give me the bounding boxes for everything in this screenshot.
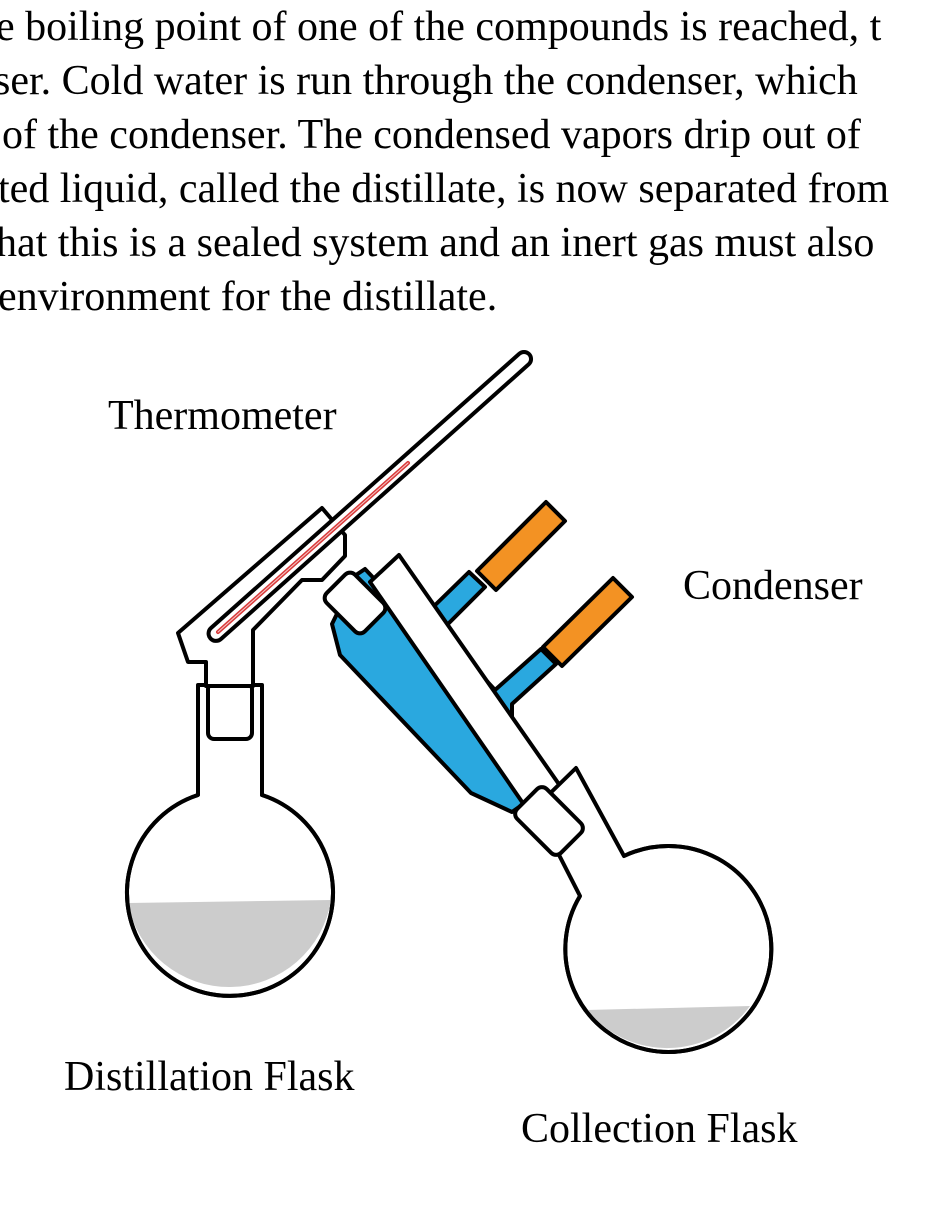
distillation-flask [125, 681, 335, 998]
condenser-hose-upper [475, 500, 567, 592]
paragraph-line-5: hat this is a sealed system and an inert… [0, 220, 875, 266]
collection-flask-joint [513, 785, 585, 857]
condenser-hose-lower [541, 576, 634, 668]
collection-flask-label: Collection Flask [521, 1106, 798, 1152]
distillation-flask-joint [206, 681, 254, 741]
thermometer [206, 349, 534, 643]
paragraph-line-1: e boiling point of one of the compounds … [0, 4, 882, 50]
condenser [322, 500, 634, 853]
thermometer-label: Thermometer [108, 393, 337, 439]
collection-flask-outline [563, 844, 774, 1054]
paragraph-line-6: environment for the distillate. [0, 274, 498, 320]
paragraph-line-4: ted liquid, called the distillate, is no… [0, 166, 890, 212]
condenser-top-joint [322, 570, 388, 636]
intro-paragraph: e boiling point of one of the compounds … [0, 0, 936, 320]
paragraph-line-3: of the condenser. The condensed vapors d… [2, 112, 861, 158]
paragraph-line-2: ser. Cold water is run through the conde… [0, 58, 858, 104]
distillation-flask-liquid [128, 900, 331, 988]
thermometer-mercury-core [217, 462, 409, 633]
distillation-flask-label: Distillation Flask [64, 1054, 355, 1100]
distillation-flask-body-outline [125, 685, 335, 998]
condenser-label: Condenser [683, 563, 863, 609]
collection-flask-liquid [587, 1006, 750, 1049]
collection-flask [513, 766, 774, 1054]
